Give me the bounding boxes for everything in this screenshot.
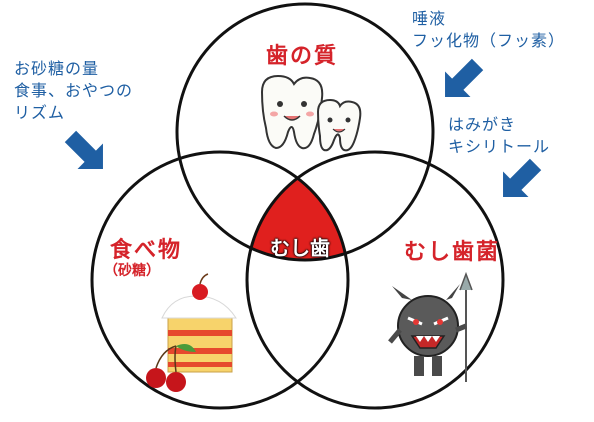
note-line: 唾液 [412,9,447,28]
note-line: はみがき [448,115,517,134]
arrow-icon [503,158,542,197]
cavity-label: むし歯 [270,236,330,260]
note-line: リズム [14,103,66,122]
arrow-icon [445,58,484,97]
teeth-mascot-icon [260,74,362,152]
circle-tooth-quality [175,2,435,262]
arrow-icon [64,130,103,169]
food-title: 食べ物 [110,238,183,263]
germ-mascot-icon [388,271,473,382]
note-brushing-xylitol: はみがき キシリトール [448,114,550,158]
food-subtitle: （砂糖） [104,263,160,279]
note-line: 食事、おやつの [14,81,134,100]
note-saliva-fluoride: 唾液 フッ化物（フッ素） [412,8,565,52]
cake-icon [146,273,237,392]
bacteria-title: むし歯菌 [404,240,501,265]
note-line: フッ化物（フッ素） [412,31,566,50]
circle-bacteria [245,150,505,410]
tooth-quality-title: 歯の質 [266,44,339,69]
note-line: お砂糖の量 [14,59,100,78]
center-overlap [247,152,348,260]
note-line: キシリトール [448,137,551,156]
note-sugar-rhythm: お砂糖の量 食事、おやつの リズム [14,58,133,124]
circle-food [90,150,350,410]
